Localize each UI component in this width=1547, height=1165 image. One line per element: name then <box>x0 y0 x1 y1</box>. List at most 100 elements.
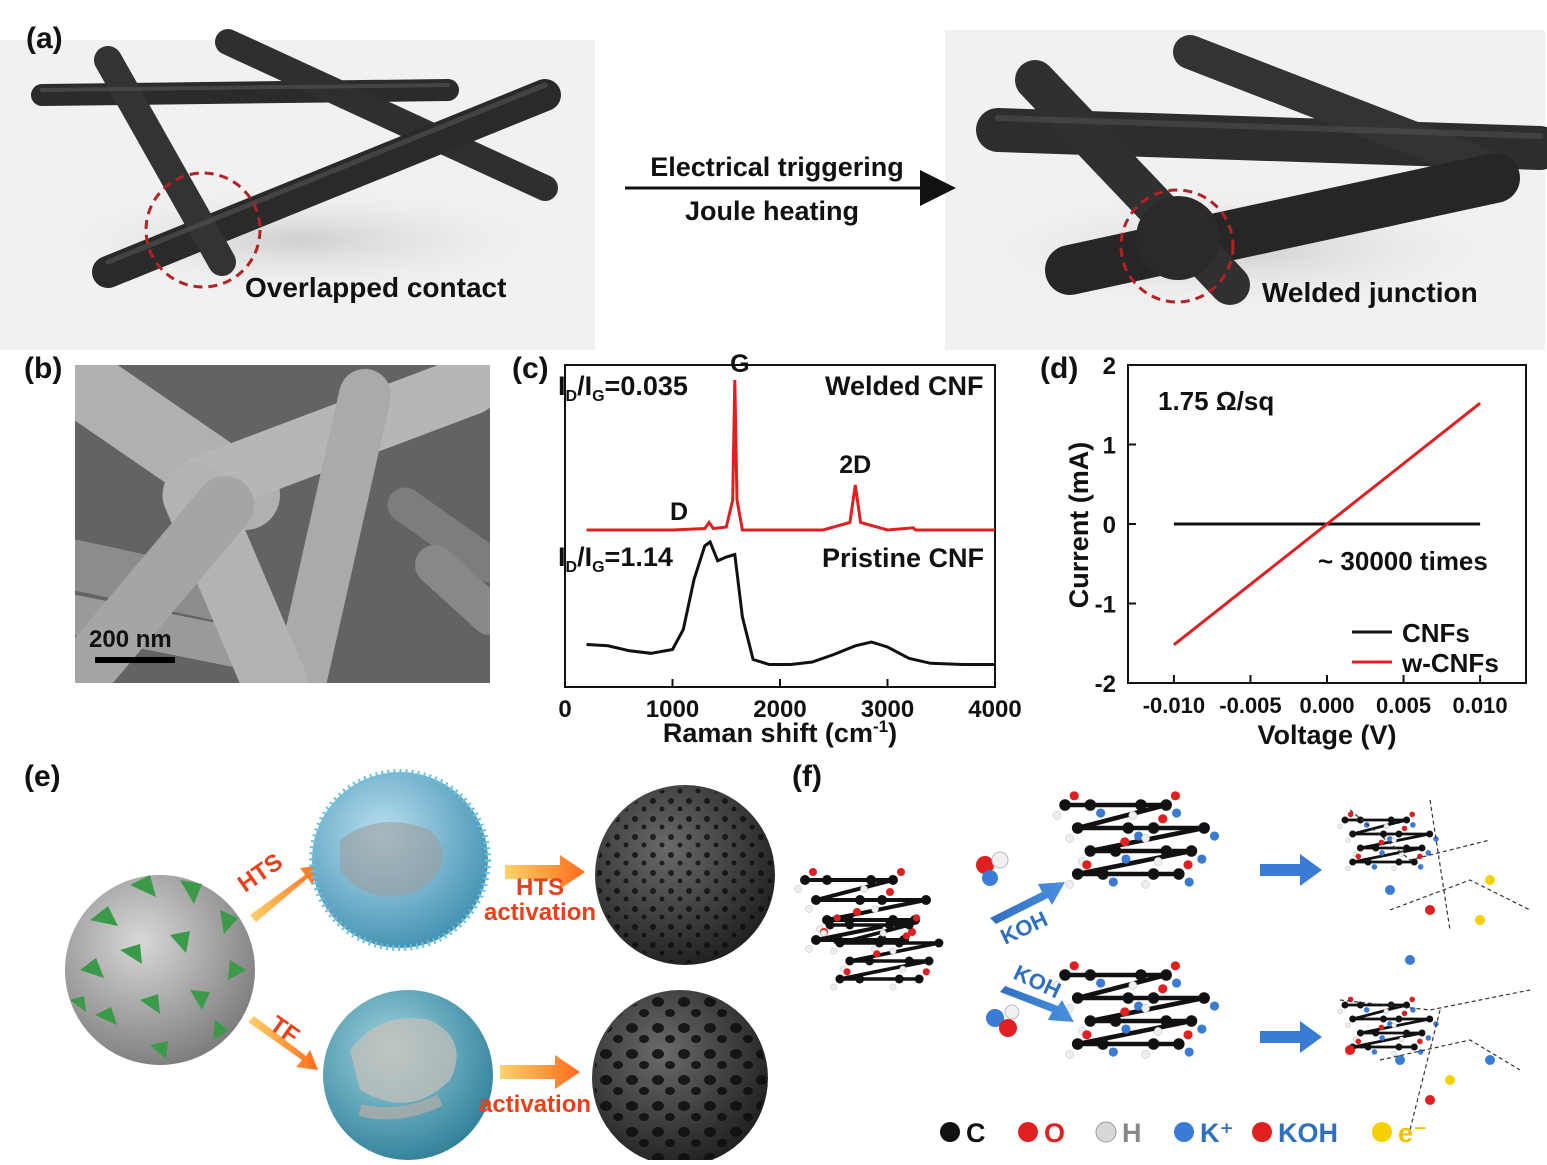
raman-x-tick-label: 0 <box>558 696 571 723</box>
koh-arrow-top <box>990 882 1065 924</box>
panel-b-letter: (b) <box>24 352 63 385</box>
legend-swatch <box>1095 1121 1117 1143</box>
legend-cnfs-label: CNFs <box>1402 618 1470 648</box>
legend-swatch <box>1174 1122 1194 1142</box>
legend-label: KOH <box>1278 1118 1338 1148</box>
welded-junction-circle <box>1119 188 1235 304</box>
tf-porous-carbon <box>592 990 768 1165</box>
activation-scheme: HTS TF HTS activation activation <box>65 769 775 1165</box>
pristine-carbon-molecule <box>794 868 931 953</box>
pristine-carbon-molecule-2 <box>820 914 944 991</box>
iv-y-axis-label: Current (mA) <box>1064 442 1094 609</box>
iv-x-axis-label: Voltage (V) <box>1257 720 1396 750</box>
panel-f-letter: (f) <box>792 760 822 793</box>
legend-label: e⁻ <box>1398 1118 1427 1148</box>
legend-label: O <box>1044 1118 1065 1148</box>
ion <box>1425 905 1435 915</box>
raman-plot-frame <box>564 364 996 688</box>
tf-arrow-label: TF <box>265 1011 305 1050</box>
legend-label: C <box>966 1118 986 1148</box>
iv-x-tick-label: -0.010 <box>1143 693 1205 718</box>
scalebar-label: 200 nm <box>89 626 172 653</box>
iv-y-tick-label: -2 <box>1095 671 1116 698</box>
peak-label-g: G <box>730 350 749 378</box>
hts-intermediate-sphere <box>309 769 491 951</box>
welded-cnf-label: Welded CNF <box>825 371 984 401</box>
ion <box>1385 885 1395 895</box>
tf-arrow <box>248 1016 318 1070</box>
tf-activation-label: activation <box>479 1091 591 1118</box>
ratio-annotation: ~ 30000 times <box>1318 546 1488 576</box>
ion <box>1425 1095 1435 1105</box>
panel-e-letter: (e) <box>24 760 61 793</box>
koh-mixed-molecule-top <box>1052 791 1220 889</box>
panel-b-sem-image: 200 nm <box>46 350 510 716</box>
panel-e-illustration: HTS TF HTS activation activation <box>0 760 790 1165</box>
activation-arrow-bottom <box>1260 1021 1322 1053</box>
koh-molecule-bottom <box>986 1004 1020 1037</box>
welded-cnf-line <box>586 379 995 532</box>
fragment-boundaries <box>1339 799 1531 1131</box>
tf-activation-arrow <box>500 1055 580 1089</box>
pristine-cnf-label: Pristine CNF <box>822 543 984 573</box>
hts-activation-arrow <box>505 855 585 889</box>
ion <box>1475 915 1485 925</box>
legend-swatch <box>1018 1122 1038 1142</box>
legend-swatch <box>1252 1122 1272 1142</box>
ion <box>1345 1045 1355 1055</box>
pristine-ratio-label: ID/IG=1.14 <box>558 542 673 576</box>
welded-junction-label: Welded junction <box>1262 277 1478 308</box>
right-fiber-network <box>976 35 1547 305</box>
tf-intermediate-sphere <box>323 990 493 1160</box>
panel-c-letter: (c) <box>512 352 549 385</box>
electrical-triggering-label: Electrical triggering <box>650 152 904 182</box>
precursor-sphere <box>65 875 255 1065</box>
iv-y-tick-label: -1 <box>1095 592 1116 619</box>
iv-x-tick-label: 0.010 <box>1453 693 1508 718</box>
panel-a-illustration: Overlapped contact Electrical triggering… <box>0 29 1547 350</box>
iv-x-tick-label: -0.005 <box>1219 693 1281 718</box>
hts-arrow <box>250 865 322 922</box>
panel-a-letter: (a) <box>26 22 63 55</box>
pristine-cnf-line <box>586 539 995 666</box>
hts-activation-label-2: activation <box>484 899 596 926</box>
overlapped-contact-circle <box>144 171 262 289</box>
activated-fragment-top <box>1337 811 1439 872</box>
panel-a: Overlapped contact Electrical triggering… <box>0 0 1547 350</box>
legend-swatch <box>940 1122 960 1142</box>
legend-w-cnfs-label: w-CNFs <box>1401 648 1499 678</box>
overlapped-contact-label: Overlapped contact <box>245 272 506 303</box>
legend-label: K⁺ <box>1200 1118 1234 1148</box>
peak-label-2d: 2D <box>839 451 871 479</box>
raman-x-tick-label: 2000 <box>753 696 806 723</box>
ion <box>1485 875 1495 885</box>
ion <box>1445 1075 1455 1085</box>
iv-y-tick-label: 1 <box>1103 433 1116 460</box>
koh-mixed-molecule-bottom <box>1052 961 1220 1059</box>
iv-y-tick-label: 2 <box>1103 353 1116 380</box>
hts-arrow-label: HTS <box>233 848 288 898</box>
iv-y-tick-label: 0 <box>1103 512 1116 539</box>
joule-heating-label: Joule heating <box>685 196 859 226</box>
ion <box>1485 1055 1495 1065</box>
sheet-resistance-annotation: 1.75 Ω/sq <box>1158 386 1274 416</box>
sem-micrograph: 200 nm <box>46 350 510 716</box>
raman-x-tick-label: 3000 <box>861 696 914 723</box>
w-cnfs-line <box>1172 402 1482 646</box>
welded-ratio-label: ID/IG=0.035 <box>558 371 688 405</box>
raman-x-axis-label: Raman shift (cm-1) <box>663 717 897 748</box>
raman-x-tick-label: 1000 <box>646 696 699 723</box>
legend-swatch <box>1372 1122 1392 1142</box>
activation-arrow-top <box>1260 854 1322 886</box>
scalebar <box>95 657 175 663</box>
peak-label-d: D <box>670 498 688 526</box>
iv-x-tick-label: 0.000 <box>1299 693 1354 718</box>
left-fiber-network <box>31 29 561 288</box>
